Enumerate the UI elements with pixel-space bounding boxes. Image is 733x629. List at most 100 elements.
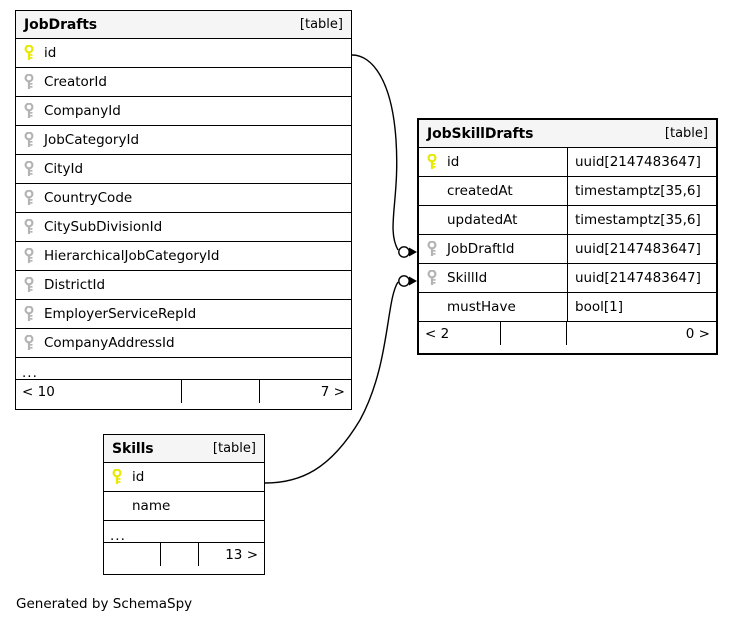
column-cell: HierarchicalJobCategoryId (16, 248, 351, 264)
table-row[interactable]: mustHave bool[1] (419, 293, 716, 322)
table-row[interactable]: JobCategoryId (16, 126, 351, 155)
column-name: id (132, 469, 145, 485)
column-name: EmployerServiceRepId (44, 306, 197, 322)
column-cell: CityId (16, 161, 351, 177)
column-cell: DistrictId (16, 277, 351, 293)
optional-marker-icon (398, 246, 410, 258)
table-jobskilldrafts-footer: < 2 0 > (419, 322, 716, 345)
foreign-key-icon (24, 248, 37, 264)
foreign-key-icon (427, 241, 440, 257)
column-type: uuid[2147483647] (567, 148, 716, 176)
column-cell: mustHave (419, 299, 567, 315)
table-jobskilldrafts-header: JobSkillDrafts [table] (419, 120, 716, 148)
column-name: CountryCode (44, 190, 133, 206)
column-name: name (132, 498, 171, 514)
table-jobdrafts-title: JobDrafts (24, 16, 98, 33)
column-type: timestamptz[35,6] (567, 177, 716, 205)
column-name: CompanyId (44, 103, 121, 119)
column-name: CitySubDivisionId (44, 219, 163, 235)
optional-marker-icon (398, 275, 410, 287)
table-row[interactable]: CitySubDivisionId (16, 213, 351, 242)
table-row[interactable]: name (104, 492, 264, 521)
next-page-button[interactable]: 7 > (259, 380, 351, 403)
column-name: JobCategoryId (44, 132, 140, 148)
foreign-key-icon (24, 306, 37, 322)
table-row[interactable]: CityId (16, 155, 351, 184)
prev-page-button[interactable] (104, 543, 160, 566)
foreign-key-icon (24, 74, 37, 90)
footer-middle-cell (500, 322, 566, 345)
footer-middle-cell (160, 543, 198, 566)
table-row[interactable]: id uuid[2147483647] (419, 148, 716, 177)
column-cell: EmployerServiceRepId (16, 306, 351, 322)
foreign-key-icon (24, 219, 37, 235)
column-cell: SkillId (419, 270, 567, 286)
table-row[interactable]: id (16, 39, 351, 68)
table-row[interactable]: CompanyId (16, 97, 351, 126)
column-type: uuid[2147483647] (567, 235, 716, 263)
table-jobdrafts-type-tag: [table] (299, 17, 343, 32)
foreign-key-icon (24, 335, 37, 351)
column-cell: CompanyId (16, 103, 351, 119)
foreign-key-icon (24, 161, 37, 177)
column-name: DistrictId (44, 277, 106, 293)
table-jobskilldrafts-title: JobSkillDrafts (427, 125, 534, 142)
foreign-key-icon (24, 132, 37, 148)
table-skills-type-tag: [table] (212, 441, 256, 456)
table-skills-title: Skills (112, 440, 154, 457)
table-row[interactable]: updatedAt timestamptz[35,6] (419, 206, 716, 235)
table-row[interactable]: EmployerServiceRepId (16, 300, 351, 329)
table-jobdrafts-header: JobDrafts [table] (16, 11, 351, 39)
column-name: CompanyAddressId (44, 335, 175, 351)
table-row[interactable]: CompanyAddressId (16, 329, 351, 358)
more-columns-indicator: ... (104, 521, 264, 543)
column-cell: updatedAt (419, 212, 567, 228)
column-cell: CountryCode (16, 190, 351, 206)
crowsfoot-arrow-icon (409, 247, 417, 257)
next-page-button[interactable]: 13 > (198, 543, 264, 566)
column-name: CreatorId (44, 74, 107, 90)
table-row[interactable]: id (104, 463, 264, 492)
column-cell: id (104, 469, 264, 485)
table-skills[interactable]: Skills [table] id name ... 13 > (103, 434, 265, 575)
relationship-jobdrafts-id-to-jobskilldrafts-jobdraftid (351, 54, 417, 258)
column-name: updatedAt (447, 212, 518, 228)
table-row[interactable]: HierarchicalJobCategoryId (16, 242, 351, 271)
column-name: mustHave (447, 299, 516, 315)
column-cell: JobCategoryId (16, 132, 351, 148)
prev-page-button[interactable]: < 10 (22, 383, 55, 400)
column-cell: CreatorId (16, 74, 351, 90)
table-skills-header: Skills [table] (104, 435, 264, 463)
table-row[interactable]: SkillId uuid[2147483647] (419, 264, 716, 293)
column-cell: CitySubDivisionId (16, 219, 351, 235)
foreign-key-icon (24, 190, 37, 206)
column-cell: id (16, 45, 351, 61)
column-cell: createdAt (419, 183, 567, 199)
next-page-button[interactable]: 0 > (566, 322, 716, 345)
table-row[interactable]: CountryCode (16, 184, 351, 213)
primary-key-icon (24, 45, 37, 61)
column-cell: JobDraftId (419, 241, 567, 257)
table-jobdrafts-footer: < 10 7 > (16, 380, 351, 403)
table-row[interactable]: createdAt timestamptz[35,6] (419, 177, 716, 206)
foreign-key-icon (24, 103, 37, 119)
table-jobdrafts[interactable]: JobDrafts [table] id CreatorId (15, 10, 352, 410)
footer-middle-cell (181, 380, 259, 403)
column-name: SkillId (447, 270, 488, 286)
column-type: uuid[2147483647] (567, 264, 716, 292)
more-columns-indicator: ... (16, 358, 351, 380)
column-name: id (447, 154, 460, 170)
column-cell: name (104, 498, 264, 514)
column-name: HierarchicalJobCategoryId (44, 248, 220, 264)
column-name: createdAt (447, 183, 513, 199)
column-type: timestamptz[35,6] (567, 206, 716, 234)
table-row[interactable]: CreatorId (16, 68, 351, 97)
primary-key-icon (112, 469, 125, 485)
table-skills-footer: 13 > (104, 543, 264, 566)
table-row[interactable]: JobDraftId uuid[2147483647] (419, 235, 716, 264)
table-row[interactable]: DistrictId (16, 271, 351, 300)
column-name: CityId (44, 161, 84, 177)
generator-credit: Generated by SchemaSpy (16, 596, 193, 612)
table-jobskilldrafts[interactable]: JobSkillDrafts [table] id uuid[214748364… (417, 118, 718, 355)
prev-page-button[interactable]: < 2 (425, 325, 450, 342)
